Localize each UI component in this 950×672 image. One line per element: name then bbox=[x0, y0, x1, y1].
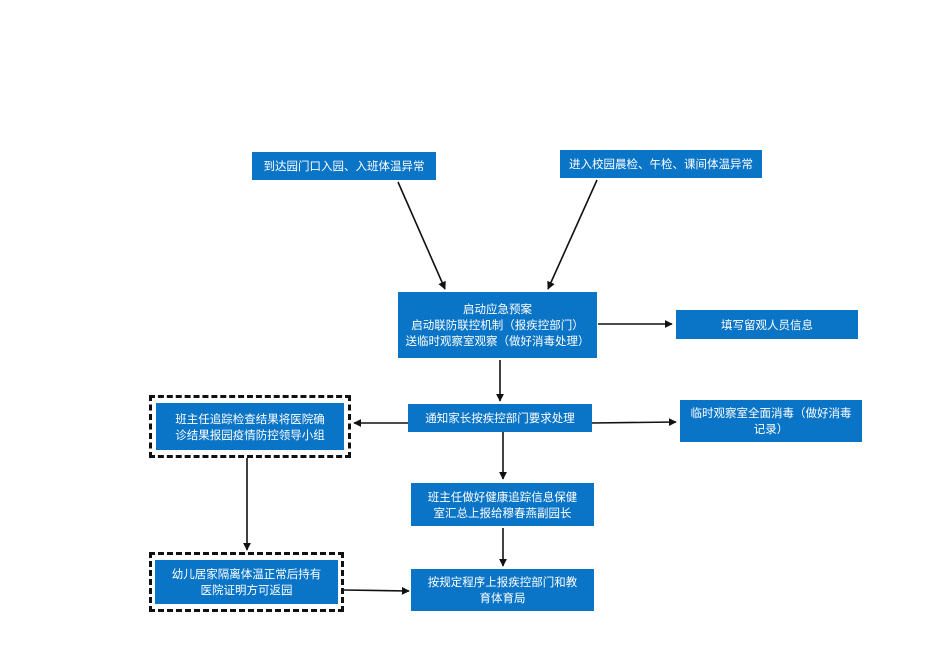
node-disinfect-room-line-1: 临时观察室全面消毒（做好消毒 bbox=[690, 406, 852, 420]
arrow-isolation-to-report bbox=[343, 586, 410, 595]
node-home-isolation: 幼儿居家隔离体温正常后持有 医院证明方可返园 bbox=[155, 560, 338, 604]
arrow-notify-to-disinfect bbox=[591, 418, 677, 427]
arrow-arrive-to-plan bbox=[397, 181, 446, 290]
node-teacher-track-line-1: 班主任追踪检查结果将医院确 bbox=[175, 411, 325, 426]
dashed-frame-isolation bbox=[149, 552, 344, 612]
arrow-check-to-plan bbox=[547, 179, 598, 290]
node-home-isolation-line-2: 医院证明方可返园 bbox=[200, 583, 293, 597]
node-report-upward-line-2: 育体育局 bbox=[479, 591, 526, 605]
node-report-upward: 按规定程序上报疾控部门和教 育体育局 bbox=[411, 569, 594, 611]
node-notify-parents: 通知家长按疾控部门要求处理 bbox=[408, 404, 592, 432]
node-report-upward-line-1: 按规定程序上报疾控部门和教 bbox=[427, 575, 578, 589]
node-school-check: 进入校园晨检、午检、课间体温异常 bbox=[560, 150, 762, 178]
node-emergency-plan-line-3: 送临时观察室观察（做好消毒处理） bbox=[405, 334, 590, 348]
node-arrive-gate: 到达园门口入园、入班体温异常 bbox=[252, 152, 436, 180]
dashed-frame-teacher bbox=[149, 395, 351, 458]
node-emergency-plan-line-1: 启动应急预案 bbox=[463, 302, 532, 316]
node-disinfect-room: 临时观察室全面消毒（做好消毒 记录） bbox=[680, 400, 862, 442]
node-disinfect-room-line-2: 记录） bbox=[753, 422, 789, 436]
node-health-info-line-2: 室汇总上报给穆春燕副园长 bbox=[433, 505, 572, 520]
node-arrive-gate-line-1: 到达园门口入园、入班体温异常 bbox=[263, 159, 425, 173]
node-fill-info-line-1: 填写留观人员信息 bbox=[721, 317, 813, 332]
node-teacher-track: 班主任追踪检查结果将医院确 诊结果报园疫情防控领导小组 bbox=[156, 403, 344, 450]
node-fill-info: 填写留观人员信息 bbox=[676, 310, 858, 339]
node-home-isolation-line-1: 幼儿居家隔离体温正常后持有 bbox=[171, 567, 322, 581]
node-teacher-track-line-2: 诊结果报园疫情防控领导小组 bbox=[175, 427, 325, 442]
node-health-info-line-1: 班主任做好健康追踪信息保健 bbox=[427, 489, 578, 504]
node-emergency-plan-line-2: 启动联防联控机制（报疾控部门） bbox=[411, 318, 584, 332]
node-emergency-plan: 启动应急预案 启动联防联控机制（报疾控部门） 送临时观察室观察（做好消毒处理） bbox=[398, 292, 597, 358]
node-health-info: 班主任做好健康追踪信息保健 室汇总上报给穆春燕副园长 bbox=[411, 483, 594, 526]
node-notify-parents-line-1: 通知家长按疾控部门要求处理 bbox=[425, 411, 575, 425]
node-school-check-line-1: 进入校园晨检、午检、课间体温异常 bbox=[569, 157, 753, 171]
